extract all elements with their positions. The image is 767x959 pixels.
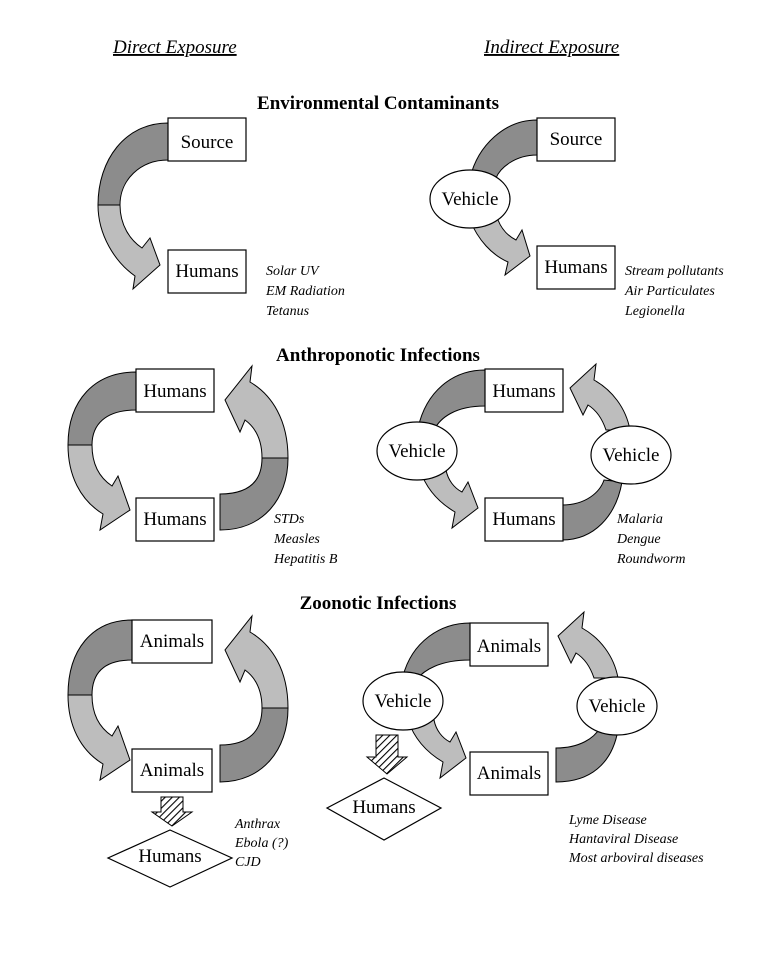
environmental-section-title: Environmental Contaminants [257, 93, 499, 114]
zoonotic-indirect-examples: Lyme Disease Hantaviral Disease Most arb… [568, 813, 704, 866]
anthroponotic-indirect-top-box [484, 368, 564, 413]
environmental-direct-examples: Solar UV EM Radiation Tetanus [265, 264, 345, 319]
zoonotic-direct-top-box [131, 619, 213, 664]
anthroponotic-indirect-cycle-arrows [417, 362, 631, 541]
environmental-indirect-vehicle-label: Vehicle [442, 189, 499, 210]
environmental-indirect-source-label: Source [550, 129, 603, 150]
environmental-direct-source-box [167, 117, 247, 162]
example-item: Hepatitis B [273, 552, 338, 567]
zoonotic-direct-spillover-label: Humans [138, 846, 201, 867]
anthroponotic-direct-examples: STDs Measles Hepatitis B [273, 512, 338, 567]
example-item: Malaria [616, 512, 663, 527]
zoonotic-indirect-spillover-arrow-icon [365, 734, 409, 775]
anthroponotic-indirect-bottom-label: Humans [492, 509, 555, 530]
zoonotic-indirect-top-label: Animals [477, 636, 541, 657]
zoonotic-indirect-top-box [469, 622, 549, 667]
zoonotic-section-title: Zoonotic Infections [300, 593, 457, 614]
zoonotic-direct-spillover-arrow-icon [150, 796, 194, 827]
environmental-direct-source-label: Source [181, 132, 234, 153]
anthroponotic-direct-cycle-arrows [67, 364, 289, 532]
example-item: Dengue [616, 532, 661, 547]
environmental-indirect-examples: Stream pollutants Air Particulates Legio… [624, 264, 724, 319]
environmental-indirect-humans-box [536, 245, 616, 290]
example-item: Hantaviral Disease [568, 832, 678, 847]
example-item: Measles [273, 532, 320, 547]
zoonotic-indirect-vehicle-left-label: Vehicle [375, 691, 432, 712]
zoonotic-indirect-spillover-label: Humans [352, 797, 415, 818]
example-item: STDs [274, 512, 305, 527]
example-item: EM Radiation [265, 284, 345, 299]
anthroponotic-indirect-vehicle-right-label: Vehicle [603, 445, 660, 466]
zoonotic-direct-cycle-arrows [67, 614, 289, 783]
anthroponotic-indirect-vehicle-right [590, 425, 672, 485]
zoonotic-indirect-vehicle-right [576, 676, 658, 736]
example-item: Roundworm [616, 552, 685, 567]
anthroponotic-direct-bottom-label: Humans [143, 509, 206, 530]
example-item: Solar UV [266, 264, 320, 279]
zoonotic-direct-spillover-diamond [106, 829, 234, 888]
environmental-direct-arrow [97, 122, 169, 291]
environmental-indirect-humans-label: Humans [544, 257, 607, 278]
zoonotic-direct-bottom-label: Animals [140, 760, 204, 781]
zoonotic-indirect-vehicle-left [362, 671, 444, 731]
anthroponotic-indirect-bottom-box [484, 497, 564, 542]
zoonotic-indirect-bottom-label: Animals [477, 763, 541, 784]
zoonotic-indirect-cycle-arrows [402, 610, 619, 783]
example-item: Legionella [624, 304, 685, 319]
example-item: Air Particulates [624, 284, 715, 299]
example-item: Anthrax [234, 817, 281, 832]
anthroponotic-section-title: Anthroponotic Infections [276, 345, 480, 366]
anthroponotic-indirect-vehicle-left [376, 421, 458, 481]
example-item: Ebola (?) [234, 836, 289, 851]
zoonotic-indirect-vehicle-right-label: Vehicle [589, 696, 646, 717]
example-item: CJD [235, 855, 261, 870]
example-item: Tetanus [266, 304, 310, 319]
zoonotic-direct-bottom-box [131, 748, 213, 793]
anthroponotic-direct-bottom-box [135, 497, 215, 542]
anthroponotic-direct-top-label: Humans [143, 381, 206, 402]
environmental-indirect-vehicle [429, 169, 511, 229]
zoonotic-indirect-spillover-diamond [325, 777, 443, 841]
environmental-indirect-source-box [536, 117, 616, 162]
environmental-direct-humans-label: Humans [175, 261, 238, 282]
indirect-exposure-header: Indirect Exposure [483, 37, 619, 58]
example-item: Most arboviral diseases [568, 851, 704, 866]
anthroponotic-indirect-top-label: Humans [492, 381, 555, 402]
zoonotic-direct-examples: Anthrax Ebola (?) CJD [234, 817, 289, 870]
example-item: Lyme Disease [568, 813, 647, 828]
environmental-direct-humans-box [167, 249, 247, 294]
anthroponotic-direct-top-box [135, 368, 215, 413]
zoonotic-indirect-bottom-box [469, 751, 549, 796]
direct-exposure-header: Direct Exposure [112, 37, 237, 58]
anthroponotic-indirect-examples: Malaria Dengue Roundworm [616, 512, 685, 567]
zoonotic-direct-top-label: Animals [140, 631, 204, 652]
anthroponotic-indirect-vehicle-left-label: Vehicle [389, 441, 446, 462]
example-item: Stream pollutants [625, 264, 724, 279]
